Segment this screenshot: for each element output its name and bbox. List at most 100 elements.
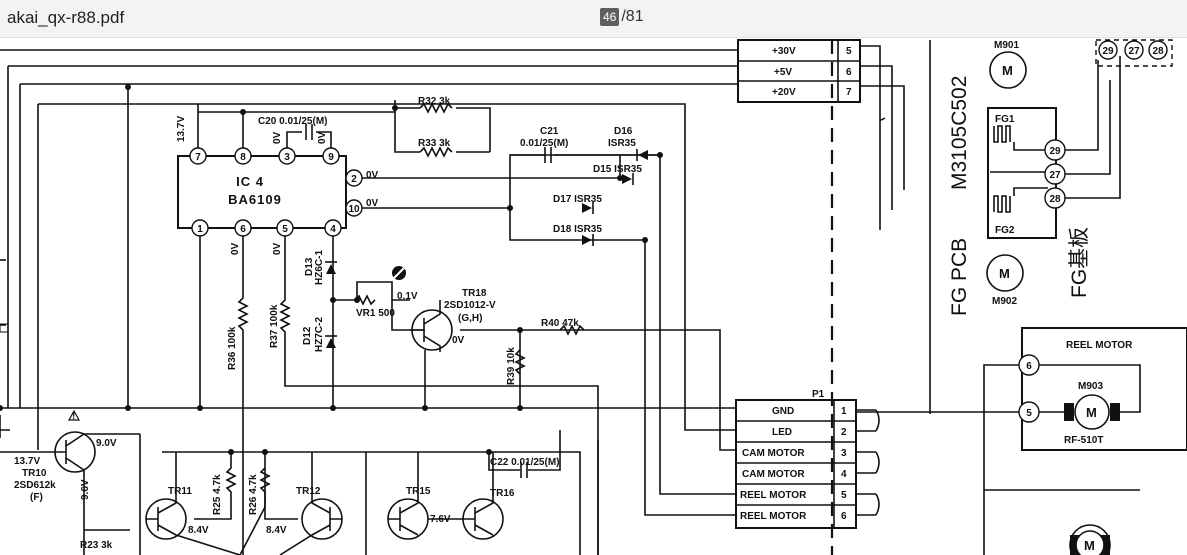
label-0v-pin5: 0V <box>272 242 283 255</box>
ic4-name: IC 4 <box>236 174 264 189</box>
label-d17: D17 ISR35 <box>553 194 602 205</box>
label-0v-pin3: 0V <box>272 131 283 144</box>
label-tr12: TR12 <box>296 486 321 497</box>
ic-pin-4: 4 <box>330 224 336 235</box>
connector-p1: P1 GND LED CAM MOTOR CAM MOTOR REEL MOTO… <box>597 389 1020 555</box>
label-r37: R37 100k <box>269 304 280 348</box>
label-c20: C20 0.01/25(M) <box>258 116 327 127</box>
top-bus-lines <box>0 49 738 450</box>
label-0v-pin9: 0V <box>317 131 328 144</box>
conn-pin-7: 7 <box>846 87 852 98</box>
top-pin-27: 27 <box>1128 46 1140 57</box>
schematic-diagram: +30V +5V +20V 5 6 7 IC 4 BA6109 7 8 3 9 … <box>0 39 1187 555</box>
page-indicator: 46 /81 <box>600 8 644 26</box>
label-d13: D13 <box>304 257 315 276</box>
label-r33: R33 3k <box>418 138 451 149</box>
label-m3105c502: M3105C502 <box>948 76 971 190</box>
document-title: akai_qx-r88.pdf <box>7 8 125 27</box>
label-p1: P1 <box>812 389 825 400</box>
label-reel-motor: REEL MOTOR <box>1066 340 1133 351</box>
p1-label-reel-motor-6: REEL MOTOR <box>740 511 807 522</box>
p1-pin-4: 4 <box>841 469 847 480</box>
bottom-transistors: ! 13.7V TR10 2SD612k (F) 9.0V 9.6V R23 3… <box>0 323 581 555</box>
label-8-4v-a: 8.4V <box>188 525 209 536</box>
label-tr18-sub: (G,H) <box>458 313 482 324</box>
conn-label-5v: +5V <box>774 67 792 78</box>
pdf-page-view[interactable]: +30V +5V +20V 5 6 7 IC 4 BA6109 7 8 3 9 … <box>0 38 1187 555</box>
motor-m903-m: M <box>1086 405 1098 420</box>
label-9-0v: 9.0V <box>96 438 117 449</box>
pdf-toolbar: akai_qx-r88.pdf 46 /81 <box>0 0 1187 38</box>
diode-network <box>325 147 660 348</box>
label-d18: D18 ISR35 <box>553 224 602 235</box>
label-tr16: TR16 <box>490 488 515 499</box>
ic-pin-1: 1 <box>197 224 203 235</box>
conn-label-20v: +20V <box>772 87 796 98</box>
label-c21-value: 0.01/25(M) <box>520 138 568 149</box>
ic4-block: IC 4 BA6109 7 8 3 9 2 10 1 6 5 4 <box>177 147 363 237</box>
label-fg2: FG2 <box>995 225 1015 236</box>
p1-pin-6: 6 <box>841 511 847 522</box>
label-d16-part: ISR35 <box>608 138 636 149</box>
top-pin-28: 28 <box>1152 46 1164 57</box>
label-0v-tr18: 0V <box>452 335 465 346</box>
ic-pin-9: 9 <box>328 152 334 163</box>
label-d16: D16 <box>614 126 633 137</box>
p1-pin-3: 3 <box>841 448 847 459</box>
label-d12: D12 <box>302 326 313 345</box>
p1-label-led: LED <box>772 427 792 438</box>
p1-label-cam-motor-4: CAM MOTOR <box>742 469 805 480</box>
ic4-part: BA6109 <box>228 192 282 207</box>
label-13-7v-tr10: 13.7V <box>14 456 40 467</box>
label-tr18: TR18 <box>462 288 487 299</box>
label-fg-kanji: FG基板 <box>1068 227 1091 298</box>
label-r40: R40 47k <box>541 318 579 329</box>
reel-pin-6: 6 <box>1026 361 1032 372</box>
label-0-1v: 0.1V <box>397 291 418 302</box>
ic-pin-3: 3 <box>284 152 290 163</box>
fg-pin-28: 28 <box>1049 194 1061 205</box>
label-tr10-part: 2SD612k <box>14 480 56 491</box>
label-r32: R32 3k <box>418 96 451 107</box>
label-m901: M901 <box>994 40 1019 51</box>
p1-pin-2: 2 <box>841 427 847 438</box>
label-rf510t: RF-510T <box>1064 435 1103 446</box>
current-page-input[interactable]: 46 <box>600 8 620 26</box>
motor-m901-m: M <box>1002 63 1014 78</box>
label-0v-pin10: 0V <box>366 198 379 209</box>
label-r23: R23 3k <box>80 540 113 551</box>
p1-pin-5: 5 <box>841 490 847 501</box>
p1-pin-1: 1 <box>841 406 847 417</box>
conn-label-30v: +30V <box>772 46 796 57</box>
conn-pin-5: 5 <box>846 46 852 57</box>
fg-pin-29: 29 <box>1049 146 1061 157</box>
ic-pin-6: 6 <box>240 224 246 235</box>
ic-pin-2: 2 <box>351 174 357 185</box>
svg-text:!: ! <box>72 411 75 422</box>
label-13-7v: 13.7V <box>176 116 187 142</box>
resistors <box>354 294 585 375</box>
label-fg1: FG1 <box>995 114 1015 125</box>
motor-m902-m: M <box>999 266 1011 281</box>
label-0v-pin6: 0V <box>230 242 241 255</box>
label-c22: C22 0.01/25(M) <box>490 457 559 468</box>
fg-pcb-section: M3105C502 FG PCB FG基板 M901 M M M902 FG1 … <box>948 39 1173 316</box>
reel-pin-5: 5 <box>1026 408 1032 419</box>
label-d13-part: HZ6C-1 <box>314 250 325 285</box>
component-labels: 13.7V C20 0.01/25(M) R32 3k R33 3k C21 0… <box>176 96 642 385</box>
label-vr1: VR1 500 <box>356 308 395 319</box>
label-m903: M903 <box>1078 381 1103 392</box>
junctions <box>0 84 663 455</box>
p1-label-reel-motor-5: REEL MOTOR <box>740 490 807 501</box>
tr18-transistor <box>392 266 453 352</box>
ic-pin-8: 8 <box>240 152 246 163</box>
label-tr18-part: 2SD1012-V <box>444 300 496 311</box>
ic-pin-7: 7 <box>195 152 201 163</box>
motor-bottom-m: M <box>1084 538 1096 553</box>
label-r25: R25 4.7k <box>212 474 223 515</box>
label-tr10-sub: (F) <box>30 492 43 503</box>
reel-motor-section: REEL MOTOR M903 M RF-510T 6 5 M <box>983 327 1187 555</box>
ic-pin-10: 10 <box>348 204 360 215</box>
fg-pin-27: 27 <box>1049 170 1061 181</box>
conn-pin-6: 6 <box>846 67 852 78</box>
